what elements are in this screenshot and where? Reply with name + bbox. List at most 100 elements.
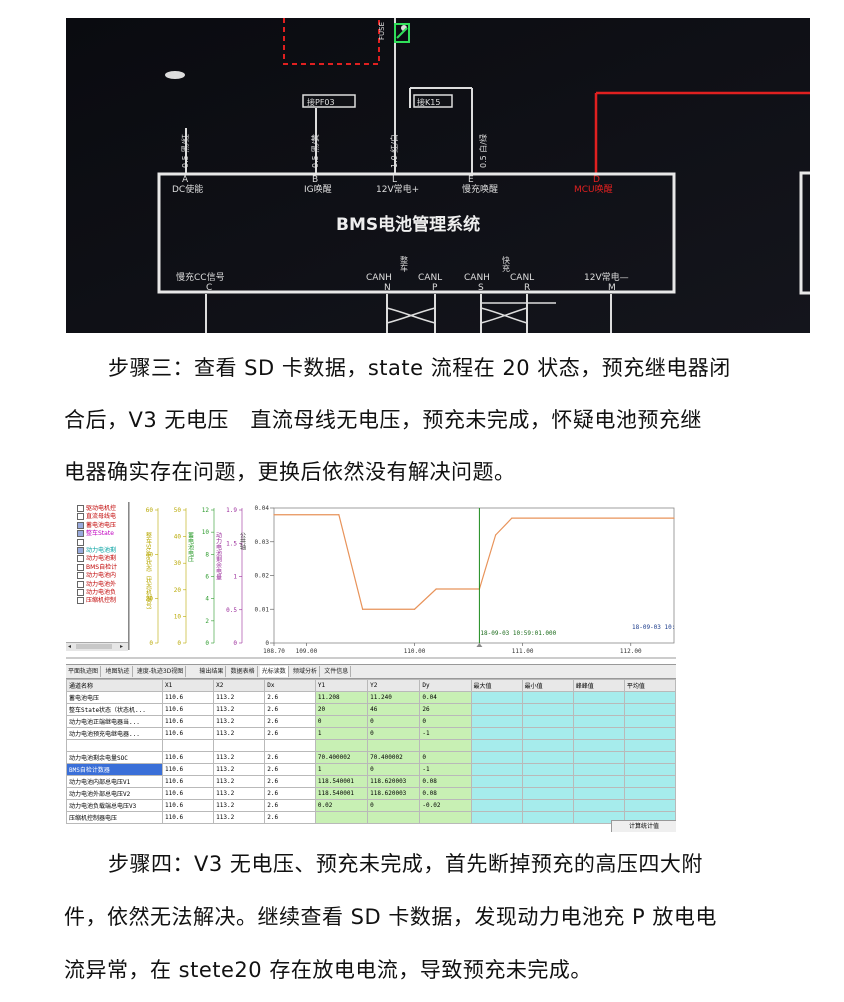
pin-a-label: DC使能 — [172, 183, 203, 195]
checked-checkbox-icon[interactable] — [77, 547, 84, 554]
can-4: CANL — [510, 273, 534, 283]
left-axis-tick-label: 10 — [174, 613, 182, 620]
tree-item[interactable] — [77, 538, 86, 547]
table-header[interactable]: X2 — [213, 679, 266, 692]
table-cell: 11.240 — [367, 691, 421, 704]
pin-a: A — [182, 175, 189, 185]
tab[interactable]: 地图轨迹 — [104, 666, 133, 677]
tree-item[interactable]: 整车State — [77, 530, 114, 538]
series-point — [673, 517, 675, 519]
wire-label-1: 0.5 黑/红 — [180, 134, 190, 168]
step4-line-1: 步骤四：V3 无电压、预充未完成，首先断掉预充的高压四大附 — [108, 852, 703, 876]
left-axis-tick-label: 0 — [233, 640, 237, 647]
table-cell: 0.08 — [419, 775, 472, 788]
pin-b-label: IG唤醒 — [304, 183, 332, 195]
table-header[interactable]: Y1 — [314, 679, 369, 692]
table-header[interactable]: 峰峰值 — [572, 679, 625, 692]
table-cell — [521, 787, 574, 800]
tab[interactable]: 数据表格 — [229, 666, 258, 677]
table-cell: 110.6 — [162, 799, 215, 812]
table-header[interactable]: Y2 — [367, 679, 421, 692]
tree-item[interactable]: 压缩机控制 — [77, 597, 116, 605]
table-cell — [623, 715, 676, 728]
checkbox-icon[interactable] — [77, 555, 84, 563]
table-cell — [470, 775, 523, 788]
table-header[interactable]: X1 — [162, 679, 215, 692]
table-cell: 113.2 — [213, 703, 266, 716]
tree-item-label: 动力电池内 — [86, 572, 117, 580]
table-header[interactable]: 最大值 — [470, 679, 523, 692]
table-cell: 110.6 — [162, 691, 215, 704]
checkbox-icon[interactable] — [77, 513, 84, 521]
checkbox-icon[interactable] — [77, 538, 84, 546]
tree-item[interactable]: BMS自检计 — [77, 563, 117, 572]
table-cell: 动力电池外部总电压V2 — [66, 787, 164, 800]
table-cell — [264, 739, 316, 752]
tree-item[interactable]: 直流母线电 — [77, 513, 116, 521]
table-cell — [162, 739, 215, 752]
checked-checkbox-icon[interactable] — [77, 521, 84, 529]
tree-item[interactable]: 动力电池外 — [77, 580, 116, 589]
table-cell: 110.6 — [162, 787, 215, 800]
table-cell: 110.6 — [162, 715, 215, 728]
table-header[interactable]: Dy — [419, 679, 472, 692]
table-header[interactable]: 最小值 — [521, 679, 574, 692]
calc-stats-button[interactable]: 计算统计值 — [611, 820, 676, 832]
table-cell: 0 — [314, 715, 369, 728]
tree-item[interactable]: 动力电池剩 — [77, 555, 116, 563]
table-cell — [623, 775, 676, 788]
table-cell — [521, 775, 574, 788]
scroll-right-icon[interactable]: ▸ — [120, 643, 124, 650]
table-header[interactable]: 平均值 — [623, 679, 676, 692]
checkbox-icon[interactable] — [77, 580, 84, 588]
table-row[interactable] — [66, 739, 676, 752]
tree-item[interactable]: 蓄电池电压 — [77, 521, 116, 530]
table-cell: 0 — [419, 715, 472, 728]
table-cell — [572, 787, 625, 800]
pin-d: D — [593, 175, 600, 185]
table-cell: 118.540001 — [314, 787, 369, 800]
tab[interactable]: 光标读数 — [259, 666, 289, 677]
checkbox-icon[interactable] — [77, 597, 84, 605]
tab[interactable]: 文件信息 — [322, 666, 352, 677]
table-cell: 0.02 — [314, 799, 369, 812]
table-cell: -1 — [419, 727, 472, 740]
checkbox-icon[interactable] — [77, 505, 84, 512]
series-point — [511, 517, 513, 519]
checkbox-icon[interactable] — [77, 572, 84, 580]
tree-item[interactable]: 动力电池负 — [77, 589, 116, 597]
tab[interactable]: 速度-轨迹3D视图 — [135, 666, 187, 677]
tree-item[interactable]: 驱动电机控 — [77, 505, 116, 513]
tab[interactable]: 平面轨迹图 — [66, 666, 102, 677]
tree-item[interactable]: 动力电池内 — [77, 572, 116, 580]
tree-scrollbar[interactable]: ◂ ▸ — [66, 642, 128, 651]
table-cell — [623, 703, 676, 716]
series-point — [435, 588, 437, 590]
axis-title: 动力电池剩余电量 — [215, 532, 222, 581]
tab[interactable]: 频域分析 — [291, 666, 321, 677]
table-header[interactable]: 通道名称 — [66, 679, 164, 692]
tab[interactable]: 输出结果 — [197, 666, 227, 677]
table-cell — [419, 739, 472, 752]
table-header[interactable]: Dx — [264, 679, 316, 692]
checked-checkbox-icon[interactable] — [77, 530, 84, 538]
plot-area — [273, 507, 675, 644]
checkbox-icon[interactable] — [77, 563, 84, 571]
scroll-left-icon[interactable]: ◂ — [68, 643, 72, 650]
tree-item[interactable]: 动力电池剩 — [77, 547, 116, 555]
checkbox-icon[interactable] — [77, 589, 84, 596]
scroll-thumb[interactable] — [76, 644, 112, 649]
